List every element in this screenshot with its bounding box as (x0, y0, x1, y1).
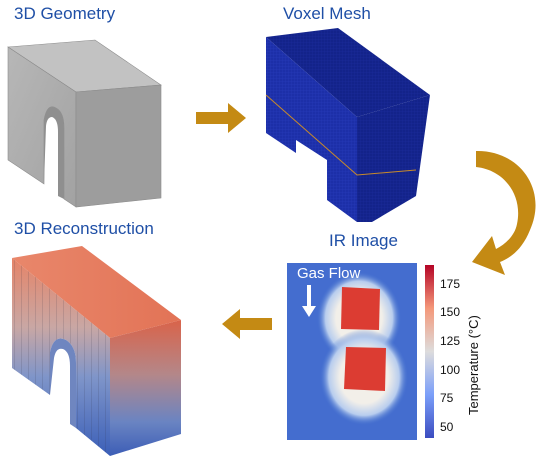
geometry-model (7, 39, 162, 208)
hot-region-lower (344, 347, 386, 391)
ir-image-title: IR Image (329, 231, 398, 250)
gas-flow-label: Gas Flow (297, 265, 361, 282)
colorbar-tick: 150 (440, 305, 460, 319)
colorbar-label: Temperature (°C) (466, 315, 481, 415)
reconstruction-model (12, 246, 181, 456)
arrow-curved (472, 150, 536, 275)
arrow-right (196, 103, 246, 133)
colorbar-ticks: 175 150 125 100 75 50 (440, 277, 460, 434)
geometry-title: 3D Geometry (14, 4, 116, 23)
reconstruction-title: 3D Reconstruction (14, 219, 154, 238)
hot-region-upper (341, 287, 380, 330)
ir-image: Gas Flow 175 150 125 100 75 50 Temperatu… (287, 263, 481, 440)
arrow-left (222, 309, 272, 339)
colorbar-tick: 75 (440, 391, 454, 405)
voxel-mesh-model (265, 28, 430, 222)
colorbar-tick: 175 (440, 277, 460, 291)
colorbar (425, 265, 434, 438)
colorbar-tick: 50 (440, 420, 454, 434)
voxel-mesh-title: Voxel Mesh (283, 4, 371, 23)
colorbar-tick: 125 (440, 334, 460, 348)
gas-flow-arrow-shaft (307, 285, 311, 307)
gas-flow-arrow-head (302, 306, 316, 317)
colorbar-tick: 100 (440, 363, 460, 377)
